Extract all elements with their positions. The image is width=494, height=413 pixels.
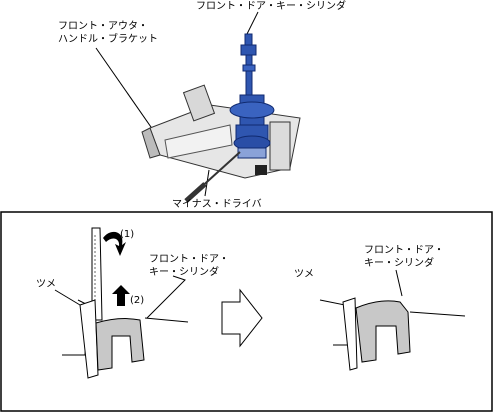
right-detail <box>319 269 466 371</box>
flat-screwdriver <box>184 151 241 203</box>
key-cylinder-leader <box>246 11 259 35</box>
right-claw <box>342 297 358 371</box>
left-cylinder-label: フロント・ドア・ キー・シリンダ <box>149 254 229 278</box>
right-arrow-icon <box>221 288 263 348</box>
left-cylinder-part <box>95 318 145 371</box>
right-claw-label: ツメ <box>294 269 314 280</box>
step-push-label: (2) <box>130 295 145 306</box>
left-detail <box>54 227 189 379</box>
right-cylinder-part <box>355 300 411 363</box>
left-claw <box>79 299 99 379</box>
push-arrow-icon <box>112 285 130 306</box>
detail-frame <box>0 211 493 412</box>
outer-handle-bracket <box>141 84 301 179</box>
bracket-label: フロント・アウタ・ ハンドル・ブラケット <box>58 21 158 45</box>
driver-label: マイナス・ドライバ <box>172 199 262 210</box>
key-cylinder <box>229 33 275 159</box>
step-rotate-label: (1) <box>120 229 135 240</box>
right-cylinder-label: フロント・ドア・ キー・シリンダ <box>364 245 444 269</box>
rotate-arrow-icon <box>103 231 126 256</box>
bracket-leader <box>95 47 161 141</box>
left-claw-label: ツメ <box>36 279 56 290</box>
key-cylinder-label: フロント・ドア・キー・シリンダ <box>196 1 346 12</box>
screwdriver-blade <box>91 227 103 321</box>
